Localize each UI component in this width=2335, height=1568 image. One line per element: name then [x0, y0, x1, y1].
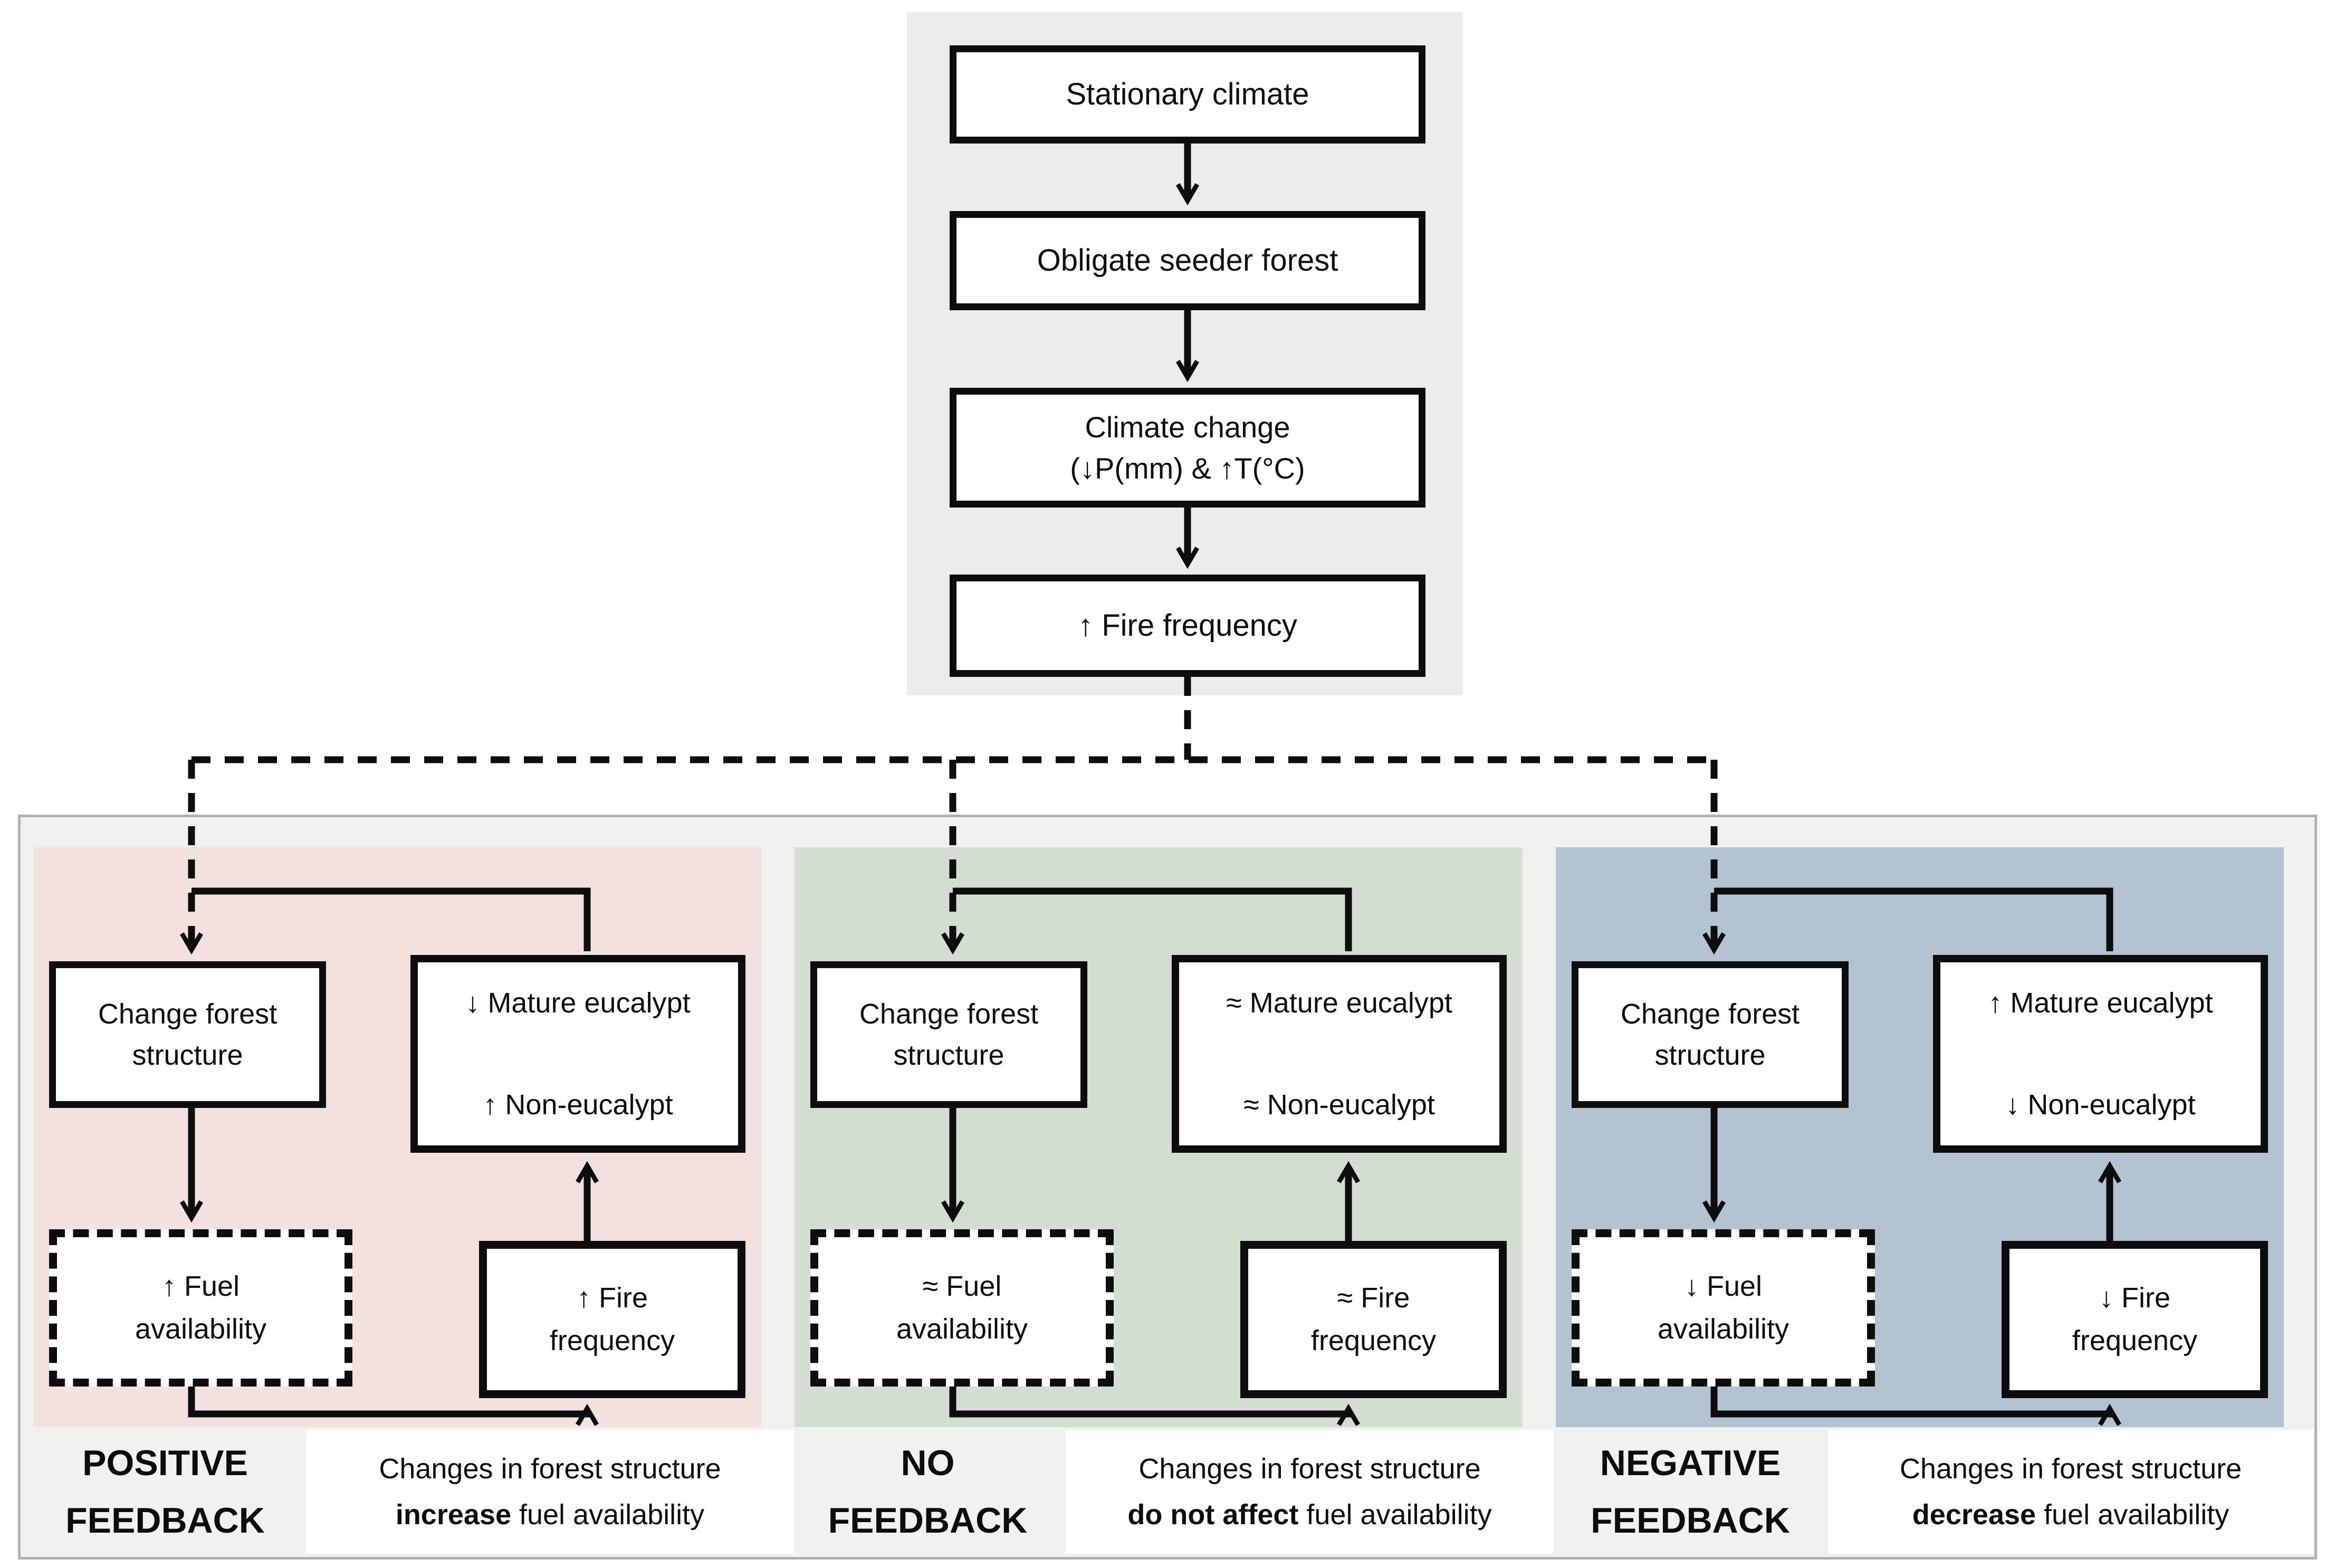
caption-rest: fuel availability	[511, 1498, 705, 1531]
feedback-label-line1: POSITIVE	[82, 1442, 248, 1483]
mature-eucalypt-label: ↓ Mature eucalypt	[465, 987, 691, 1019]
caption-keyword: decrease	[1912, 1498, 2036, 1531]
no-panel-nodes: Change forest structure ≈ Mature eucalyp…	[795, 847, 1523, 1427]
feedback-label-line2: FEEDBACK	[65, 1500, 265, 1541]
dashed-distributor-lines	[179, 677, 1726, 955]
fire-label-line2: frequency	[2072, 1325, 2198, 1356]
eucalypt-composition-box: ≈ Mature eucalypt ≈ Non-eucalypt	[1172, 955, 1507, 1153]
negative-caption-box: Changes in forest structure decrease fue…	[1828, 1430, 2313, 1554]
fire-label-line1: ≈ Fire	[1337, 1282, 1410, 1314]
no-loop-arrows	[941, 887, 1361, 1426]
non-eucalypt-label: ≈ Non-eucalypt	[1243, 1089, 1435, 1121]
caption-line2: decrease fuel availability	[1912, 1492, 2229, 1537]
obligate-seeder-forest-label: Obligate seeder forest	[1037, 243, 1338, 278]
fuel-availability-box: ↑ Fuel availability	[49, 1229, 352, 1387]
change-label-line1: Change forest	[859, 998, 1039, 1030]
fire-frequency-loop-box: ≈ Fire frequency	[1240, 1241, 1507, 1398]
fire-frequency-label: ↑ Fire frequency	[1078, 608, 1297, 643]
climate-change-label-line2: (↓P(mm) & ↑T(°C)	[1070, 451, 1305, 485]
feedback-label-line2: FEEDBACK	[1591, 1500, 1790, 1541]
eucalypt-composition-box: ↑ Mature eucalypt ↓ Non-eucalypt	[1933, 955, 2268, 1153]
positive-panel-nodes: Change forest structure ↓ Mature eucalyp…	[33, 847, 761, 1427]
fire-label-line1: ↑ Fire	[577, 1282, 648, 1314]
change-forest-structure-box: Change forest structure	[49, 961, 326, 1108]
no-feedback-label: NO FEEDBACK	[795, 1430, 1061, 1554]
climate-change-box: Climate change (↓P(mm) & ↑T(°C)	[950, 388, 1425, 508]
mature-eucalypt-label: ≈ Mature eucalypt	[1226, 987, 1452, 1019]
no-caption-box: Changes in forest structure do not affec…	[1066, 1430, 1554, 1554]
caption-line1: Changes in forest structure	[379, 1453, 721, 1485]
non-eucalypt-label: ↓ Non-eucalypt	[2005, 1089, 2196, 1121]
stationary-climate-label: Stationary climate	[1066, 77, 1309, 111]
positive-caption-box: Changes in forest structure increase fue…	[306, 1430, 794, 1554]
feedback-label-line2: FEEDBACK	[828, 1500, 1028, 1541]
positive-loop-arrows	[179, 887, 599, 1426]
obligate-seeder-forest-box: Obligate seeder forest	[950, 211, 1425, 310]
feedback-label-line1: NEGATIVE	[1600, 1442, 1781, 1483]
feedback-label-line1: NO	[901, 1442, 955, 1483]
negative-loop-arrows	[1702, 887, 2122, 1426]
positive-feedback-label: POSITIVE FEEDBACK	[33, 1430, 297, 1554]
change-forest-structure-box: Change forest structure	[810, 961, 1087, 1108]
mature-eucalypt-label: ↑ Mature eucalypt	[1988, 987, 2213, 1019]
fuel-availability-box: ≈ Fuel availability	[810, 1229, 1114, 1387]
negative-feedback-label: NEGATIVE FEEDBACK	[1556, 1430, 1825, 1554]
fire-frequency-box: ↑ Fire frequency	[950, 575, 1425, 677]
fuel-label-line2: availability	[896, 1313, 1028, 1345]
fire-frequency-loop-box: ↓ Fire frequency	[2002, 1241, 2268, 1398]
caption-line1: Changes in forest structure	[1138, 1453, 1481, 1485]
fuel-availability-box: ↓ Fuel availability	[1572, 1229, 1875, 1387]
caption-line2: increase fuel availability	[396, 1492, 704, 1537]
climate-change-label-line1: Climate change	[1085, 410, 1290, 444]
caption-line2: do not affect fuel availability	[1127, 1492, 1491, 1537]
fuel-label-line2: availability	[1657, 1313, 1789, 1345]
fuel-label-line2: availability	[135, 1313, 267, 1345]
fuel-label-line1: ↑ Fuel	[161, 1270, 240, 1302]
fire-label-line1: ↓ Fire	[2099, 1282, 2170, 1314]
fire-frequency-loop-box: ↑ Fire frequency	[479, 1241, 745, 1398]
fuel-label-line1: ≈ Fuel	[922, 1270, 1002, 1302]
caption-keyword: do not affect	[1127, 1498, 1299, 1531]
fire-label-line2: frequency	[549, 1325, 675, 1356]
caption-rest: fuel availability	[1298, 1498, 1492, 1531]
change-label-line2: structure	[1654, 1039, 1766, 1071]
change-forest-structure-box: Change forest structure	[1572, 961, 1849, 1108]
fuel-label-line1: ↓ Fuel	[1684, 1270, 1763, 1302]
eucalypt-composition-box: ↓ Mature eucalypt ↑ Non-eucalypt	[410, 955, 745, 1153]
change-label-line2: structure	[132, 1039, 243, 1071]
caption-line1: Changes in forest structure	[1899, 1453, 2242, 1485]
change-label-line2: structure	[893, 1039, 1004, 1071]
caption-keyword: increase	[395, 1498, 511, 1531]
negative-panel-nodes: Change forest structure ↑ Mature eucalyp…	[1556, 847, 2284, 1427]
fire-label-line2: frequency	[1310, 1325, 1437, 1356]
change-label-line1: Change forest	[1620, 998, 1800, 1030]
stationary-climate-box: Stationary climate	[950, 45, 1425, 144]
non-eucalypt-label: ↑ Non-eucalypt	[483, 1089, 673, 1121]
caption-rest: fuel availability	[2036, 1498, 2229, 1531]
change-label-line1: Change forest	[98, 998, 277, 1030]
